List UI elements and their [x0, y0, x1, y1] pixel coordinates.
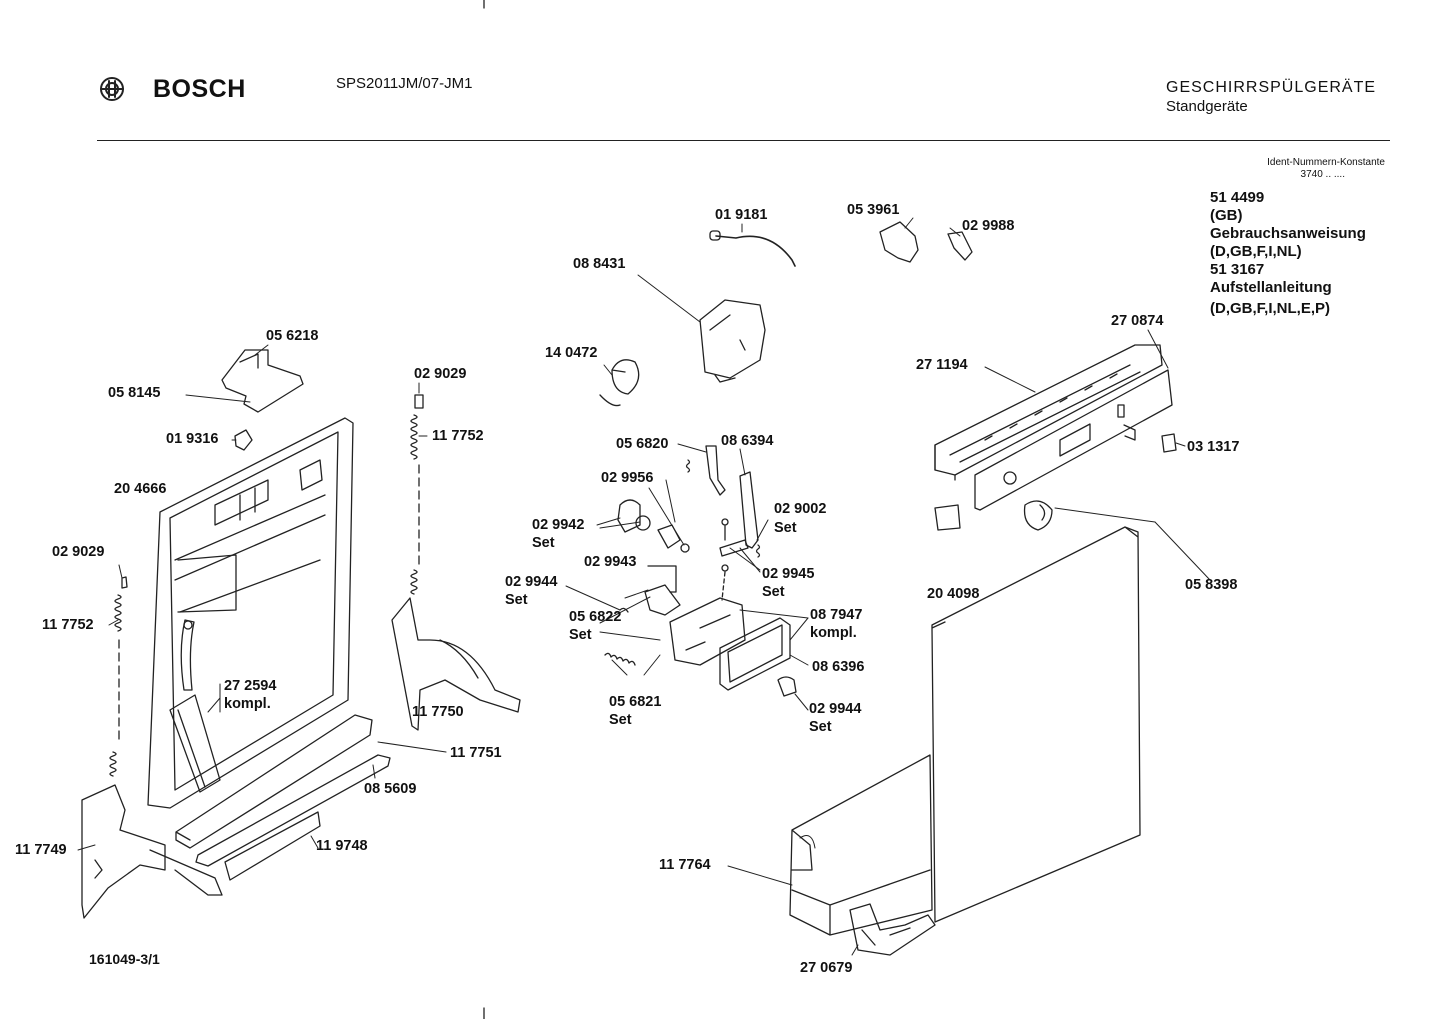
- model-number: SPS2011JM/07-JM1: [336, 75, 473, 92]
- hinge-left-drawing: [82, 785, 222, 918]
- part-label: 02 9944: [809, 701, 862, 717]
- part-note: Set: [532, 535, 555, 551]
- knob-right-drawing: [1025, 501, 1052, 530]
- ident-label: Ident-Nummern-Konstante: [1267, 157, 1385, 168]
- part-label: 05 8145: [108, 385, 161, 401]
- brand-name: BOSCH: [153, 75, 246, 103]
- part-label: 27 0679: [800, 960, 853, 976]
- category-title: GESCHIRRSPÜLGERÄTE: [1166, 79, 1377, 96]
- part-label: 27 0874: [1111, 313, 1164, 329]
- leader-lines-center: [566, 218, 960, 710]
- door-spring-left-drawing: [110, 577, 127, 776]
- part-label: 20 4098: [927, 586, 980, 602]
- cable-drawing: [716, 236, 795, 266]
- part-label: 11 7764: [659, 857, 711, 873]
- part-label: 02 9942: [532, 517, 585, 533]
- part-label: 02 9029: [414, 366, 467, 382]
- part-label: 02 9943: [584, 554, 637, 570]
- part-note: Set: [774, 520, 797, 536]
- document-line: (D,GB,F,I,NL,E,P): [1210, 300, 1330, 317]
- clip-drawing: [948, 232, 972, 260]
- outer-door-panel-drawing: [932, 527, 1140, 922]
- document-line: 51 4499: [1210, 189, 1265, 206]
- ident-value: 3740 .. ....: [1300, 169, 1345, 180]
- latch-bracket-drawing: [222, 350, 303, 412]
- bracket-drawing: [880, 222, 918, 262]
- part-label: 08 8431: [573, 256, 626, 272]
- part-label: 11 7752: [432, 428, 484, 444]
- document-line: Aufstellanleitung: [1210, 279, 1332, 296]
- part-label: 02 9945: [762, 566, 815, 582]
- leader-lines-left: [78, 345, 446, 850]
- bottom-rail-drawing: [176, 715, 372, 848]
- part-label: 11 7749: [15, 842, 67, 858]
- knob-drawing: [600, 360, 639, 406]
- document-line: (GB): [1210, 207, 1243, 224]
- seal-strip-drawing: [196, 755, 390, 866]
- control-panel-drawing: [935, 345, 1172, 530]
- part-note: kompl.: [224, 696, 271, 712]
- part-label: 01 9316: [166, 431, 219, 447]
- part-note: Set: [569, 627, 592, 643]
- part-label: 05 6822: [569, 609, 622, 625]
- category-subtitle: Standgeräte: [1166, 98, 1248, 115]
- leader-lines-right: [728, 330, 1210, 955]
- document-list: 51 4499 (GB) Gebrauchsanweisung (D,GB,F,…: [1210, 189, 1366, 318]
- part-label: 05 8398: [1185, 577, 1238, 593]
- part-label: 27 2594: [224, 678, 277, 694]
- part-label: 02 9956: [601, 470, 654, 486]
- part-label: 08 5609: [364, 781, 417, 797]
- hinge-right-drawing: [392, 598, 520, 730]
- document-line: (D,GB,F,I,NL): [1210, 243, 1302, 260]
- part-label: 05 6821: [609, 694, 662, 710]
- ident-constant: Ident-Nummern-Konstante 3740 .. ....: [1220, 157, 1385, 181]
- part-label: 11 7750: [412, 704, 464, 720]
- part-label: 05 6218: [266, 328, 319, 344]
- timer-drawing: [700, 300, 765, 382]
- door-inner-frame-drawing: [148, 418, 353, 808]
- part-label: 08 6394: [721, 433, 774, 449]
- door-spring-right-drawing: [411, 395, 423, 594]
- part-label: 11 9748: [316, 838, 368, 854]
- bosch-logo-icon: [101, 78, 123, 100]
- part-label: 08 6396: [812, 659, 865, 675]
- document-line: 51 3167: [1210, 261, 1265, 278]
- part-note: Set: [762, 584, 785, 600]
- part-label: 02 9944: [505, 574, 558, 590]
- cover-strip-drawing: [170, 695, 220, 792]
- part-label: 02 9002: [774, 501, 827, 517]
- part-label: 02 9029: [52, 544, 105, 560]
- foam-strip-drawing: [225, 812, 320, 880]
- base-plinth-drawing: [790, 755, 932, 935]
- part-note: Set: [505, 592, 528, 608]
- part-label: 11 7751: [450, 745, 502, 761]
- part-label: 20 4666: [114, 481, 167, 497]
- part-label: 05 3961: [847, 202, 900, 218]
- document-line: Gebrauchsanweisung: [1210, 225, 1366, 242]
- part-label: 03 1317: [1187, 439, 1240, 455]
- part-label: 08 7947: [810, 607, 863, 623]
- part-label: 05 6820: [616, 436, 669, 452]
- part-note: Set: [609, 712, 632, 728]
- part-label: 01 9181: [715, 207, 768, 223]
- part-note: Set: [809, 719, 832, 735]
- part-label: 27 1194: [916, 357, 968, 373]
- part-label: 02 9988: [962, 218, 1015, 234]
- part-label: 11 7752: [42, 617, 94, 633]
- clip-small-drawing: [1162, 434, 1176, 452]
- part-label: 14 0472: [545, 345, 598, 361]
- plinth-bracket-drawing: [850, 904, 935, 955]
- door-lock-assembly-drawing: [605, 446, 796, 696]
- header-divider: [97, 140, 1390, 141]
- drawing-number: 161049-3/1: [89, 951, 160, 967]
- latch-cam-drawing: [235, 430, 252, 450]
- part-note: kompl.: [810, 625, 857, 641]
